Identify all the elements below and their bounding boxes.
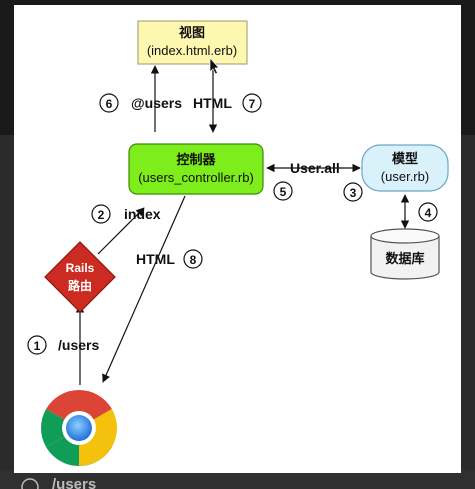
step-badge-7: 7 [242,93,262,113]
step-number: 6 [106,97,113,111]
arrow-router-to-controller [97,207,145,255]
arrow-controller-to-browser [102,195,186,383]
database-cylinder-body [370,236,440,280]
step-badge-3: 3 [343,182,363,202]
view-title: 视图 [179,25,205,40]
background-band-bottom [0,470,475,489]
step-number: 7 [249,97,256,111]
controller-title: 控制器 [176,152,216,167]
database-node: 数据库 [370,228,440,280]
step-badge-1: 1 [27,335,47,355]
router-label-line2: 路由 [68,278,92,293]
background-caption: /users [21,476,96,489]
step-number: 5 [280,185,287,199]
router-node: Rails 路由 [44,241,116,313]
database-cylinder-top [370,228,440,244]
edge-label-html-response: HTML [136,251,175,267]
step-number: 4 [425,206,432,220]
chrome-icon [41,390,117,466]
step-badge-4: 4 [418,202,438,222]
database-label: 数据库 [385,251,424,266]
step-number: 2 [98,208,105,222]
router-label-line1: Rails [66,261,95,275]
controller-box [128,143,264,195]
mouse-cursor-icon [209,57,220,75]
edge-label-index: index [124,206,161,222]
view-subtitle: (index.html.erb) [147,43,237,58]
edge-label-user-all: User.all [290,160,340,176]
edge-label-users-path: /users [58,337,99,353]
step-number: 1 [34,339,41,353]
step-number: 3 [350,186,357,200]
view-box [137,20,248,65]
model-subtitle: (user.rb) [381,169,429,184]
controller-subtitle: (users_controller.rb) [138,170,254,185]
model-title: 模型 [392,151,418,166]
controller-node: 控制器 (users_controller.rb) [128,143,264,195]
background-caption-text: /users [52,476,96,489]
step-badge-5: 5 [273,181,293,201]
edge-label-at-users: @users [131,95,182,111]
edge-label-html-view: HTML [193,95,232,111]
view-node: 视图 (index.html.erb) [137,20,248,65]
step-badge-8: 8 [183,249,203,269]
step-badge-2: 2 [91,204,111,224]
model-node: 模型 (user.rb) [361,144,449,192]
step-badge-6: 6 [99,93,119,113]
step-number: 8 [190,253,197,267]
model-box [361,144,449,192]
router-diamond [44,241,116,313]
